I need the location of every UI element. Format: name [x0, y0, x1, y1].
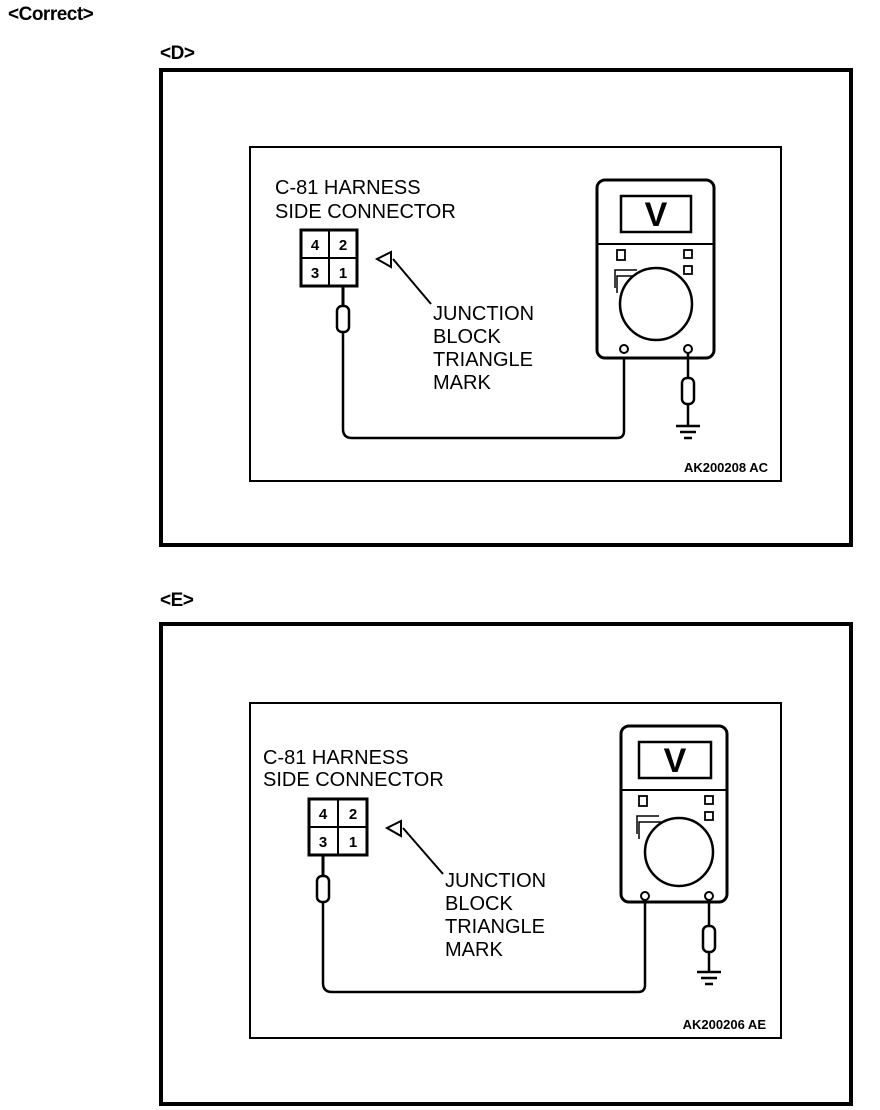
ground-icon: [697, 900, 721, 986]
pin-3-label: 3: [319, 834, 327, 851]
callout-line4: MARK: [445, 939, 503, 961]
connector-title-line1: C-81 HARNESS: [275, 177, 421, 199]
callout-line1: JUNCTION: [445, 870, 546, 892]
callout-line2: BLOCK: [445, 893, 513, 915]
pin-1-label: 1: [339, 265, 347, 282]
voltmeter-icon: V: [595, 178, 716, 360]
panel-e-label: <E>: [160, 590, 194, 611]
meter-display-symbol: V: [664, 742, 687, 780]
junction-triangle-mark: [374, 250, 392, 269]
callout-leader-line: [402, 827, 444, 875]
callout-line3: TRIANGLE: [433, 349, 533, 371]
page-heading: <Correct>: [8, 4, 94, 25]
connector-title-line2: SIDE CONNECTOR: [263, 769, 444, 791]
connector-title-line1: C-81 HARNESS: [263, 747, 409, 769]
connector-title-line2: SIDE CONNECTOR: [275, 201, 456, 223]
figure-code: AK200206 AE: [683, 1017, 767, 1032]
test-lead-wire: [341, 344, 626, 440]
pin-4-label: 4: [311, 237, 320, 254]
pin-3-label: 3: [311, 265, 319, 282]
panel-e-figure: C-81 HARNESS SIDE CONNECTOR 4 2 3 1 JUNC…: [249, 702, 782, 1039]
pin-4-label: 4: [319, 806, 328, 823]
callout-line1: JUNCTION: [433, 303, 534, 325]
pin-2-label: 2: [339, 237, 347, 254]
panel-d-label: <D>: [160, 43, 195, 64]
panel-d-figure: C-81 HARNESS SIDE CONNECTOR 4 2 3 1 JUNC…: [249, 146, 782, 482]
junction-triangle-mark: [384, 819, 402, 838]
callout-line3: TRIANGLE: [445, 916, 545, 938]
ground-icon: [676, 353, 700, 440]
meter-display-symbol: V: [645, 196, 668, 234]
test-lead-wire: [321, 902, 647, 994]
pin-2-label: 2: [349, 806, 357, 823]
c81-connector: 4 2 3 1: [299, 228, 359, 288]
voltmeter-icon: V: [619, 724, 729, 904]
figure-code: AK200208 AC: [684, 460, 769, 475]
pin-1-label: 1: [349, 834, 357, 851]
panel-e-wiring-diagram: C-81 HARNESS SIDE CONNECTOR 4 2 3 1 JUNC…: [263, 724, 767, 1032]
callout-line2: BLOCK: [433, 326, 501, 348]
panel-d-wiring-diagram: C-81 HARNESS SIDE CONNECTOR 4 2 3 1 JUNC…: [275, 177, 769, 475]
panel-e: C-81 HARNESS SIDE CONNECTOR 4 2 3 1 JUNC…: [159, 622, 853, 1106]
callout-leader-line: [392, 258, 432, 305]
c81-connector: 4 2 3 1: [307, 797, 369, 857]
test-probe: [315, 855, 331, 914]
panel-d: C-81 HARNESS SIDE CONNECTOR 4 2 3 1 JUNC…: [159, 68, 853, 547]
test-probe: [335, 286, 351, 344]
callout-line4: MARK: [433, 372, 491, 394]
